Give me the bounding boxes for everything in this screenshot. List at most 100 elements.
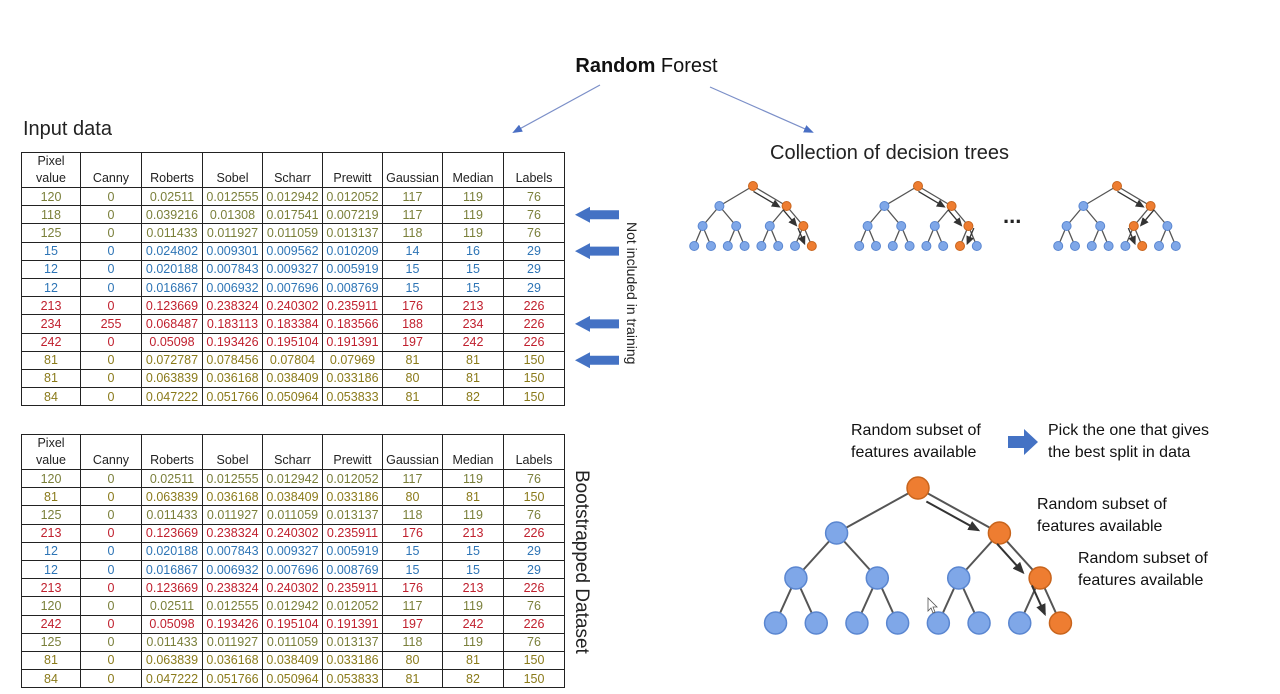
tree-node: [689, 241, 700, 251]
tree-node: [845, 611, 869, 635]
label-line: Random subset of: [1037, 496, 1167, 513]
tree-node: [921, 241, 932, 251]
column-header: Canny: [80, 434, 142, 470]
tree-node: [1162, 221, 1173, 231]
table-cell: 0.005919: [322, 541, 383, 561]
table-cell: 29: [503, 559, 565, 580]
table-cell: 0.01308: [202, 205, 263, 225]
tree-node-selected: [1048, 611, 1073, 635]
collection-label: Collection of decision trees: [770, 142, 1010, 164]
tree-node: [764, 221, 775, 231]
table-cell: 81: [442, 350, 504, 370]
table-cell: 29: [503, 241, 565, 261]
table-cell: 150: [503, 669, 565, 689]
table-cell: 150: [503, 368, 565, 389]
tree-node: [1120, 241, 1131, 251]
tree-edge: [917, 487, 1000, 534]
tree-node: [1086, 241, 1097, 251]
table-cell: 15: [382, 277, 443, 298]
table-cell: 0.009562: [262, 241, 323, 261]
tree-node-selected: [906, 476, 930, 500]
table-cell: 0.235911: [322, 296, 383, 316]
tree-node: [714, 201, 725, 211]
table-cell: 0.05098: [141, 332, 203, 352]
table-cell: 29: [503, 277, 565, 298]
table-cell: 0.072787: [141, 350, 203, 370]
table-cell: 0.051766: [202, 669, 263, 689]
table-cell: 0.033186: [322, 368, 383, 389]
label-line: the best split in data: [1048, 444, 1191, 461]
ellipsis: ...: [1003, 203, 1021, 228]
table-cell: 0.238324: [202, 296, 263, 316]
table-cell: 0.053833: [322, 669, 383, 689]
table-cell: 0.005919: [322, 259, 383, 279]
tree-node-selected: [955, 241, 965, 251]
tree-node: [824, 521, 849, 545]
table-cell: 0.036168: [202, 368, 263, 389]
table-cell: 0.007696: [262, 559, 323, 580]
table-cell: 0.050964: [262, 669, 323, 689]
table-cell: 119: [442, 632, 504, 652]
table-cell: 0.012555: [202, 596, 263, 616]
column-header: Labels: [503, 152, 565, 188]
tree-node-selected: [1028, 566, 1052, 590]
table-cell: 117: [382, 468, 443, 489]
tree-node: [887, 241, 898, 251]
table-cell: 84: [21, 669, 81, 689]
title-arrow-left: [512, 84, 601, 133]
tree-node: [885, 611, 910, 635]
table-cell: 0.051766: [202, 387, 263, 407]
table-cell: 0.238324: [202, 578, 263, 598]
decision-tree-3: [1053, 181, 1181, 251]
tree-node: [706, 241, 716, 251]
table-cell: 0.02511: [141, 468, 203, 489]
tree-node-selected: [1112, 181, 1122, 191]
tree-node: [763, 611, 788, 635]
tree-node: [967, 611, 991, 635]
tree-node: [804, 611, 828, 635]
path-arrow: [996, 543, 1025, 575]
tree-edge: [752, 185, 787, 207]
column-header: Gaussian: [382, 434, 443, 470]
table-cell: 242: [442, 332, 504, 352]
table-cell: 81: [21, 487, 81, 507]
table-cell: 0: [80, 241, 142, 261]
table-cell: 0.235911: [322, 523, 383, 543]
table-cell: 242: [21, 332, 81, 352]
table-cell: 119: [442, 186, 504, 207]
left-arrow-icon: [575, 206, 619, 223]
tree-node: [1154, 241, 1164, 251]
table-cell: 0.033186: [322, 650, 383, 671]
table-cell: 0.010209: [322, 241, 383, 261]
label-line: features available: [851, 444, 977, 461]
table-cell: 12: [21, 277, 81, 298]
table-cell: 0.011927: [202, 223, 263, 243]
table-cell: 0.063839: [141, 487, 203, 507]
table-cell: 0.008769: [322, 559, 383, 580]
tree-node: [904, 241, 915, 251]
table-cell: 0.063839: [141, 650, 203, 671]
table-cell: 0.012942: [262, 186, 323, 207]
table-cell: 0.068487: [141, 314, 203, 334]
table-cell: 82: [442, 669, 504, 689]
table-cell: 0.183384: [262, 314, 323, 334]
table-cell: 0.012052: [322, 596, 383, 616]
table-cell: 0.011059: [262, 505, 323, 525]
table-cell: 0.053833: [322, 387, 383, 407]
table-cell: 117: [382, 205, 443, 225]
table-cell: 0.012555: [202, 186, 263, 207]
